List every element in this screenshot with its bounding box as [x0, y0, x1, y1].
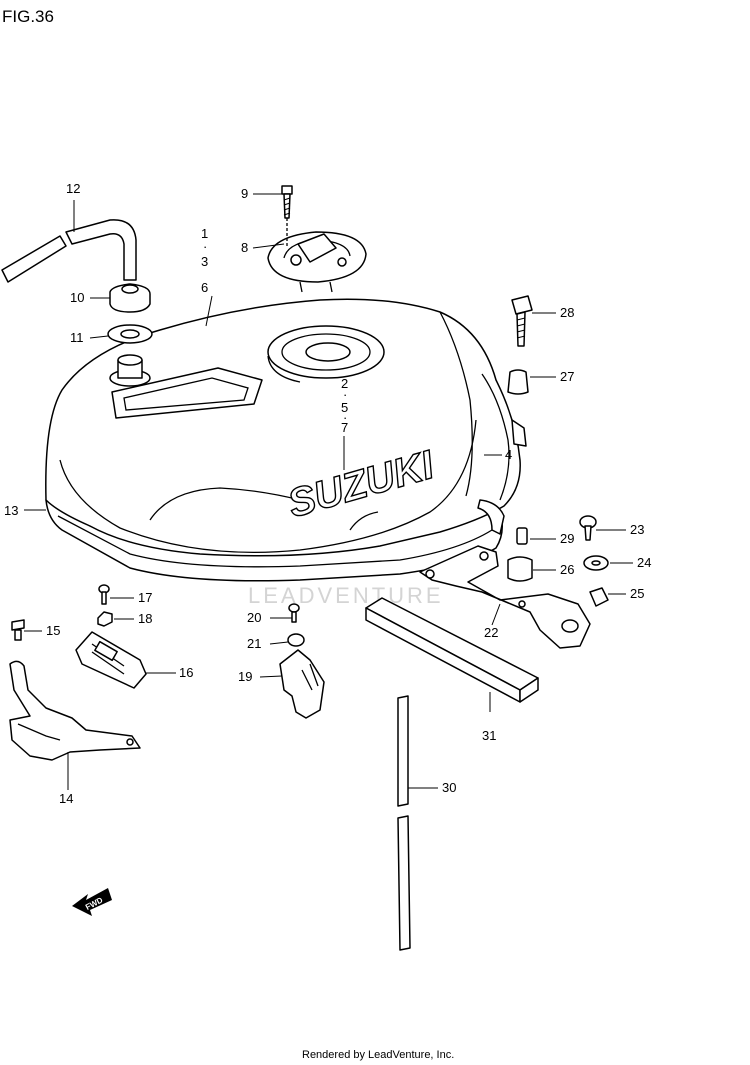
rear-bracket	[419, 545, 591, 649]
callout-14: 14	[59, 791, 73, 806]
callout-21: 21	[247, 636, 261, 651]
cushion-16	[75, 631, 147, 689]
rubber-strip	[365, 597, 539, 703]
callout-15: 15	[46, 623, 60, 638]
callout-7: 7	[341, 420, 348, 435]
callout-3: 3	[201, 254, 208, 269]
callout-18: 18	[138, 611, 152, 626]
watermark-text: LEADVENTURE	[248, 583, 444, 608]
callout-25: 25	[630, 586, 644, 601]
callout-17: 17	[138, 590, 152, 605]
collar-29	[516, 527, 528, 545]
leader-lines	[24, 193, 633, 790]
fuel-cap	[267, 231, 367, 293]
front-bracket	[9, 660, 141, 761]
forward-arrow-icon	[72, 888, 112, 916]
cap-bolt	[281, 185, 293, 246]
cushion-27	[507, 369, 529, 395]
callout-10: 10	[70, 290, 84, 305]
callout-11: 11	[70, 330, 84, 345]
fuel-tank	[45, 298, 527, 582]
callout-24: 24	[637, 555, 651, 570]
callout-4: 4	[505, 447, 512, 462]
rubber-rod	[397, 695, 411, 951]
callout-16: 16	[179, 665, 193, 680]
callout-22: 22	[484, 625, 498, 640]
callout-5: 5	[341, 400, 348, 415]
hose-fitting	[109, 283, 151, 313]
bolt-28	[511, 295, 533, 347]
breather-hose	[1, 219, 137, 283]
callout-20: 20	[247, 610, 261, 625]
callout-labels: 1 · 3 6 2 · 5 · 7 4 8 9 10 11 12 13 14 1…	[4, 181, 651, 806]
callout-12: 12	[66, 181, 80, 196]
washer-24	[583, 555, 609, 571]
callout-19: 19	[238, 669, 252, 684]
washer-18	[97, 611, 113, 627]
callout-29: 29	[560, 531, 574, 546]
callout-9: 9	[241, 186, 248, 201]
washer-21	[287, 633, 305, 647]
figure-label: FIG.36	[2, 7, 54, 26]
callout-31: 31	[482, 728, 496, 743]
callout-8: 8	[241, 240, 248, 255]
bolt-23	[579, 515, 597, 541]
fitting-washer	[107, 324, 153, 344]
callout-dot: ·	[343, 387, 347, 402]
callout-dot: ·	[343, 410, 347, 425]
footer-credit: Rendered by LeadVenture, Inc.	[302, 1049, 454, 1061]
callout-30: 30	[442, 780, 456, 795]
callout-28: 28	[560, 305, 574, 320]
callout-2: 2	[341, 376, 348, 391]
callout-26: 26	[560, 562, 574, 577]
cushion-26	[507, 556, 533, 582]
callout-27: 27	[560, 369, 574, 384]
screw-17	[98, 584, 110, 605]
callout-1: 1	[201, 226, 208, 241]
callout-13: 13	[4, 503, 18, 518]
nut-25	[589, 587, 609, 607]
bolt-15	[11, 619, 25, 641]
cushion-19	[279, 649, 325, 719]
screw-20	[288, 603, 300, 623]
callout-23: 23	[630, 522, 644, 537]
callout-6: 6	[201, 280, 208, 295]
callout-dot: ·	[203, 239, 207, 254]
